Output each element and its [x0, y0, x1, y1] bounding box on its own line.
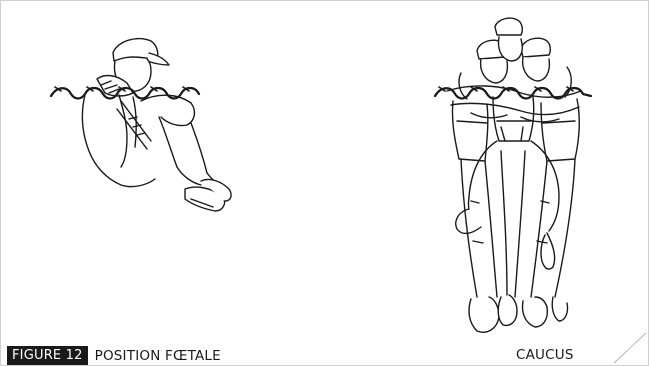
figure-number-badge: FIGURE 12	[7, 346, 88, 365]
page-corner-fold-icon	[608, 325, 648, 365]
huddle-illustration	[447, 18, 581, 332]
figure-caption: FIGURE 12 POSITION FŒTALE	[7, 346, 221, 365]
figure-title: POSITION FŒTALE	[95, 348, 221, 364]
caucus-caption: CAUCUS	[516, 347, 574, 363]
fetal-position-illustration	[82, 39, 231, 211]
